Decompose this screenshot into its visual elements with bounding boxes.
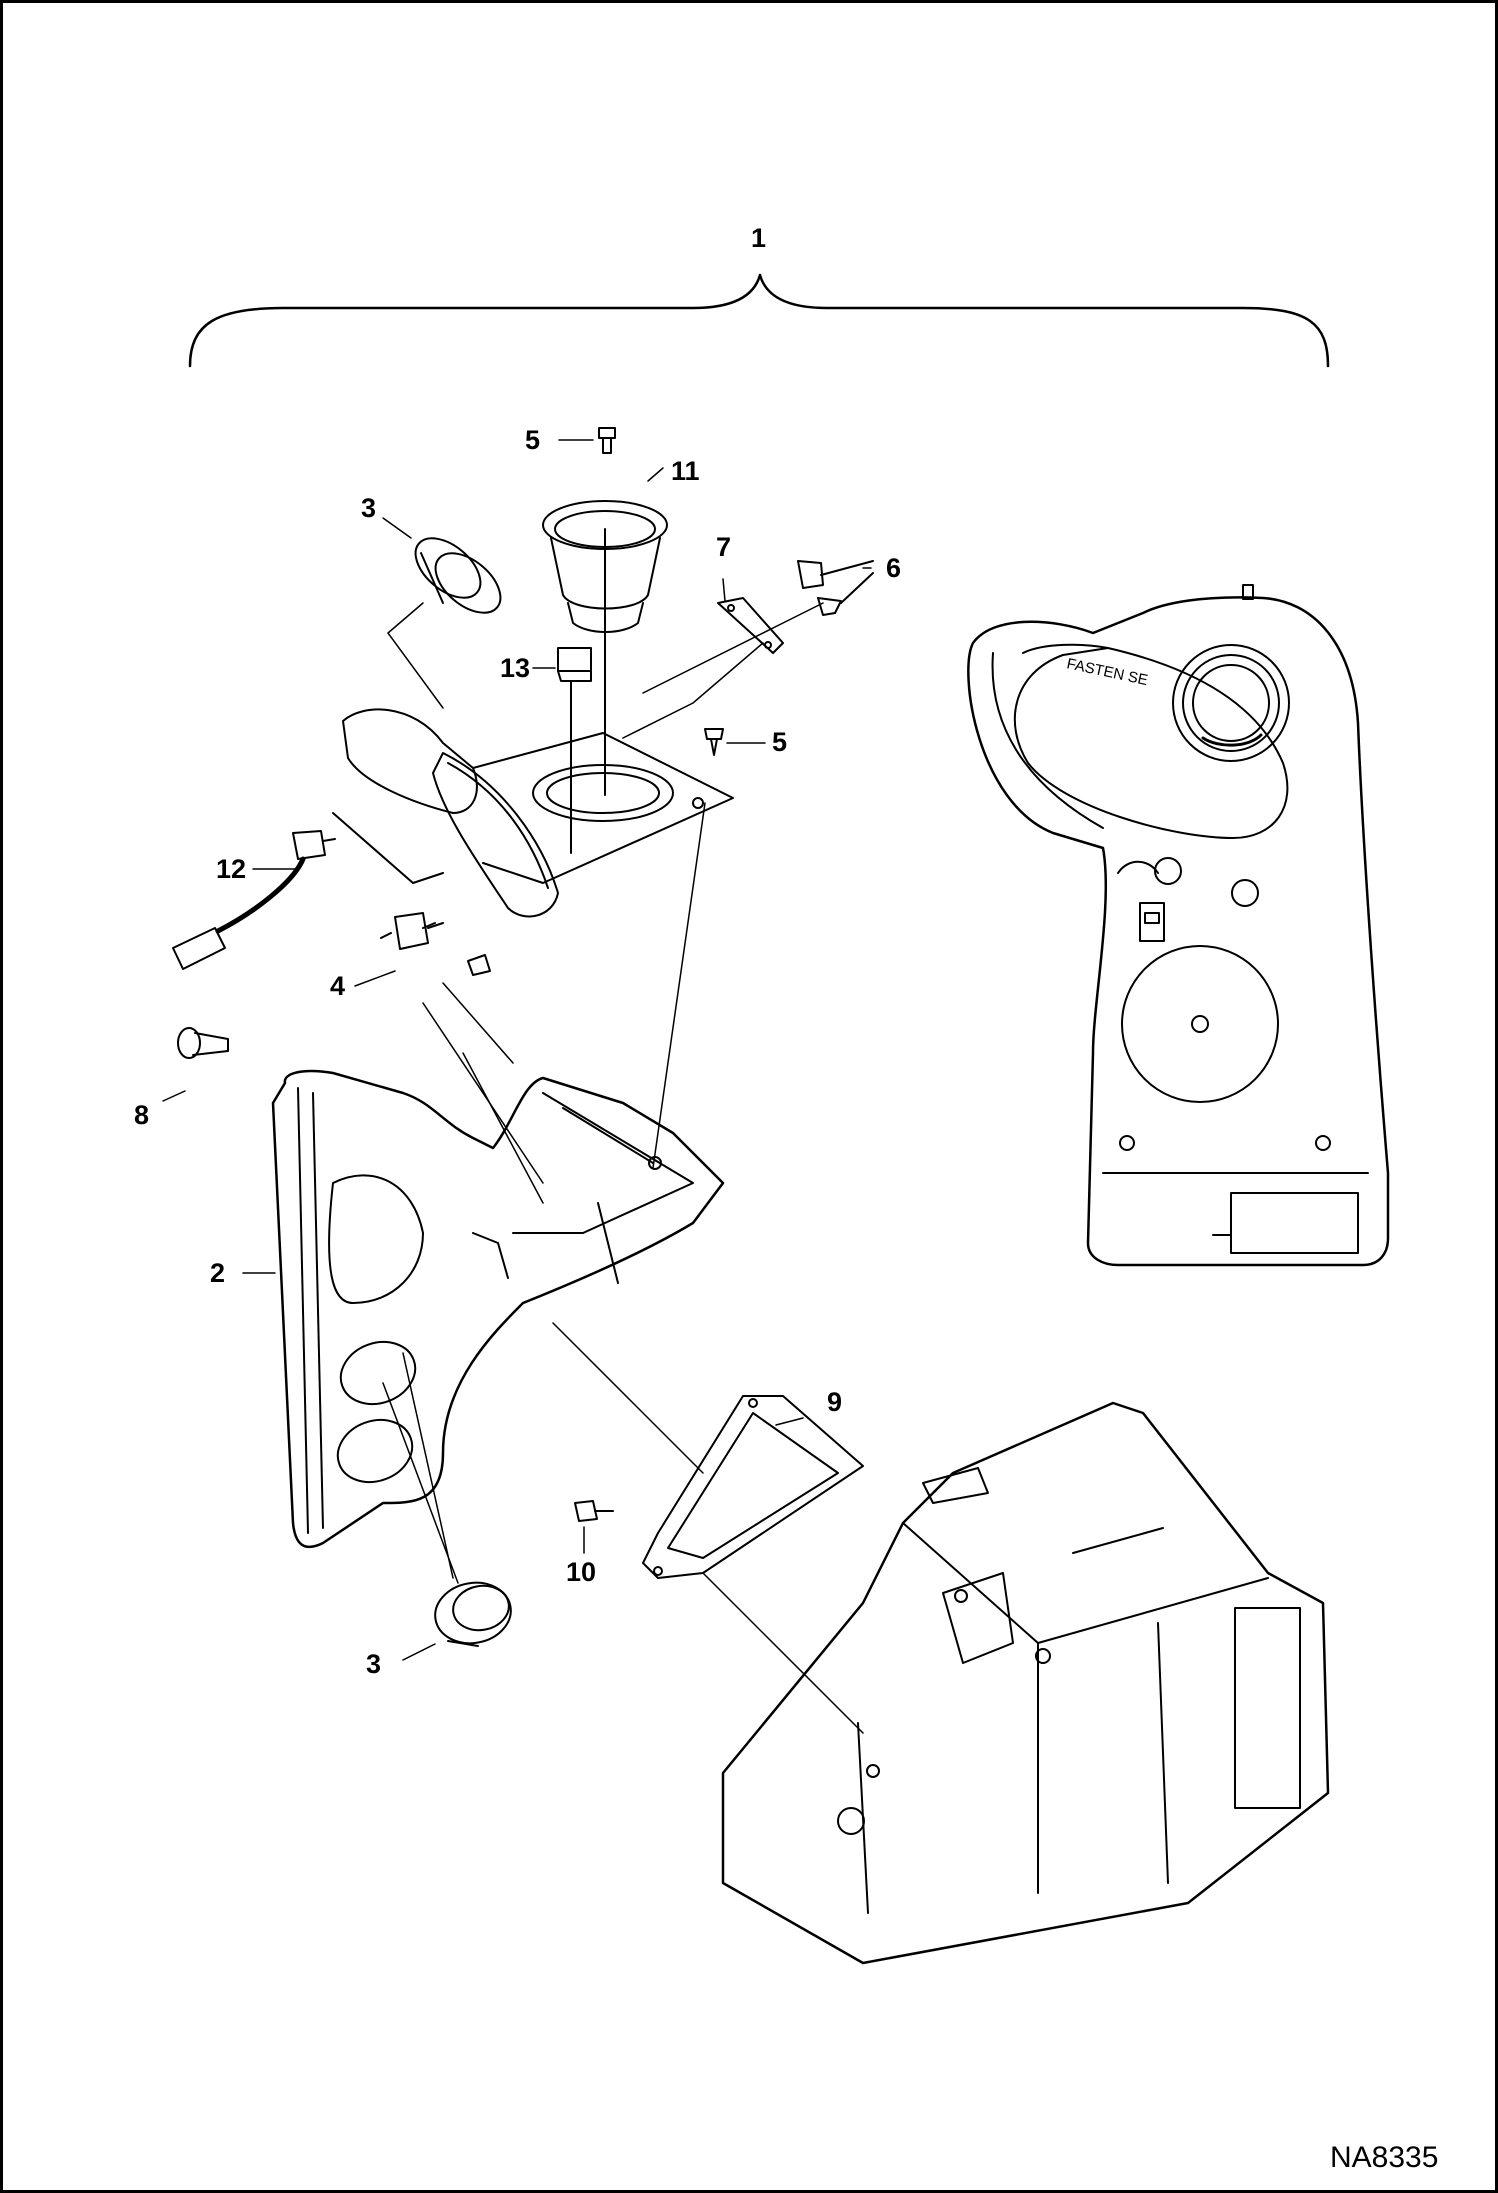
callout-2: 2 (210, 1258, 226, 1288)
screw-part-10 (574, 1500, 614, 1522)
switch-part (557, 647, 592, 854)
callout-8: 8 (134, 1100, 150, 1130)
callout-9: 9 (827, 1387, 843, 1417)
exploded-view-drawing: FASTEN SE (162, 273, 1390, 1965)
gasket-part (717, 597, 784, 654)
drawing-code: NA8335 (1330, 2141, 1439, 2174)
assembly-brace (188, 273, 1330, 368)
callout-6: 6 (886, 553, 902, 583)
knob-screw-part (177, 1027, 229, 1059)
callout-11: 11 (671, 456, 700, 486)
callout-10: 10 (566, 1557, 597, 1587)
callout-3-top: 3 (361, 493, 377, 523)
knob-part-top (414, 537, 502, 614)
callout-7: 7 (716, 532, 732, 562)
clip-part-pair (797, 560, 874, 616)
small-clip-part (467, 954, 491, 976)
knob-part-bottom (434, 1581, 512, 1647)
assembled-console-view (967, 584, 1390, 1267)
console-base-part (721, 1401, 1330, 1965)
wiring-harness-part (172, 812, 444, 970)
callout-1: 1 (751, 223, 767, 253)
gasket-plate-part (642, 1395, 864, 1579)
leader-lines (162, 439, 872, 1661)
callout-4: 4 (330, 971, 346, 1001)
panel-text: FASTEN SE (1065, 655, 1149, 689)
screw-part-right (704, 728, 724, 756)
callout-13: 13 (500, 653, 531, 683)
callout-5-top: 5 (525, 425, 541, 455)
callout-3-bottom: 3 (366, 1649, 382, 1679)
screw-part-top (598, 427, 616, 454)
rocker-switch-part (380, 912, 444, 950)
cup-holder-part (542, 500, 668, 796)
bezel-plate (342, 708, 734, 918)
assembly-guide-lines (382, 602, 864, 1734)
callout-12: 12 (216, 854, 247, 884)
console-housing-part (271, 1069, 725, 1549)
callout-5-right: 5 (772, 727, 788, 757)
